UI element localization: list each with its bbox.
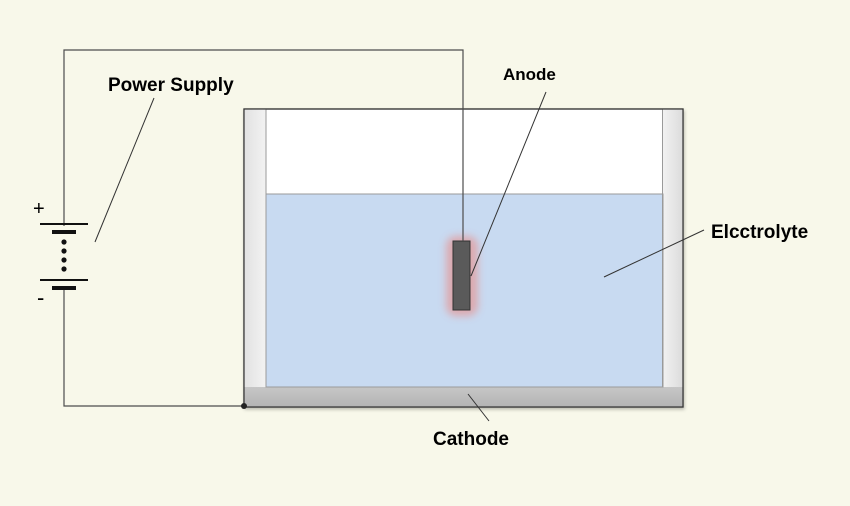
cathode-wire (63, 288, 244, 407)
cathode-label: Cathode (433, 429, 509, 450)
positive-terminal-sign: + (33, 198, 45, 220)
electrolyte-leader (603, 229, 705, 278)
tank-left-wall (244, 109, 266, 407)
tank-right-wall (662, 109, 683, 407)
cathode-plate (244, 387, 683, 407)
anode (446, 236, 478, 316)
power-supply-leader (94, 97, 155, 243)
power-supply-battery (40, 223, 88, 290)
anode-electrode (452, 240, 471, 311)
electrolyte-label: Elcctrolyte (711, 222, 809, 243)
negative-terminal-sign: - (37, 285, 45, 310)
cathode-junction (241, 403, 247, 409)
circuit-wires (63, 49, 464, 407)
leader-lines (94, 91, 705, 422)
anode-label: Anode (503, 65, 556, 84)
cathode-leader (467, 393, 490, 422)
power-supply-label: Power Supply (108, 75, 234, 96)
anode-leader (470, 91, 547, 277)
anode-wire (63, 49, 464, 241)
